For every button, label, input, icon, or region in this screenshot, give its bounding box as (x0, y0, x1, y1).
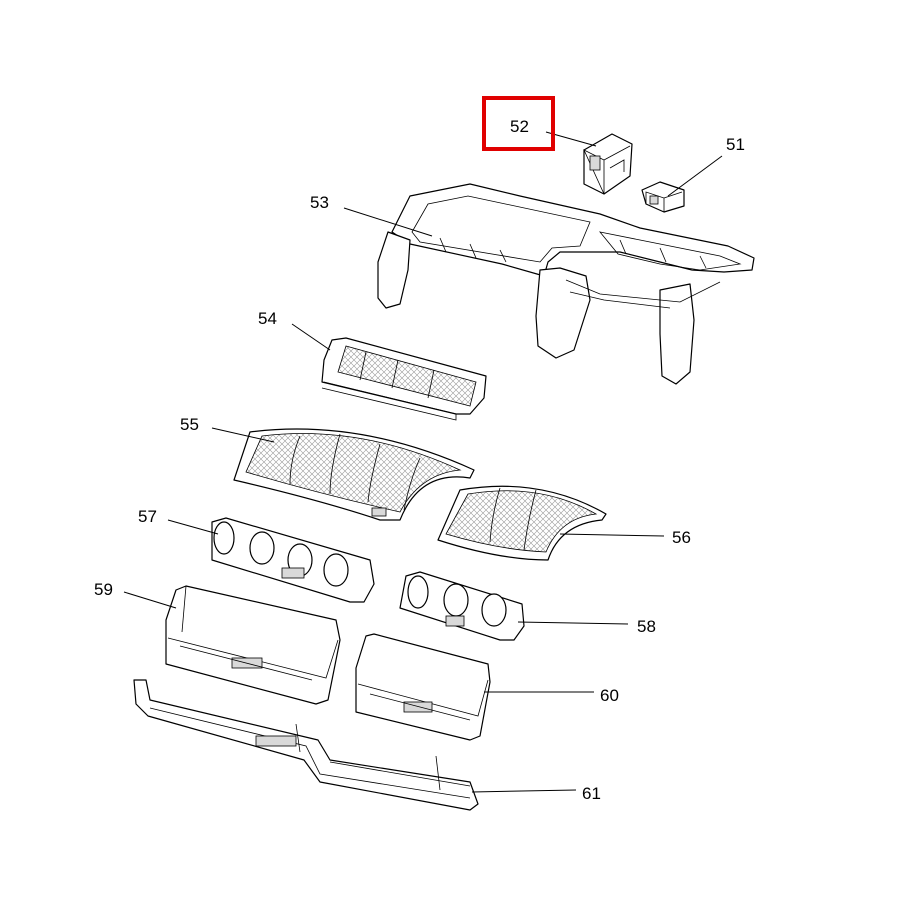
callout-61[interactable]: 61 (582, 784, 601, 803)
part-55-air-filter-left (233, 428, 475, 521)
part-57-louver-assembly (211, 517, 375, 603)
part-61-bottom-rail (133, 679, 479, 811)
leader-58 (517, 621, 629, 625)
leader-59 (123, 591, 177, 609)
callout-60[interactable]: 60 (600, 686, 619, 705)
leader-56 (559, 533, 665, 537)
highlight-box (482, 96, 555, 151)
callout-56[interactable]: 56 (672, 528, 691, 547)
callout-53[interactable]: 53 (310, 193, 329, 212)
part-54-filter-cartridge (321, 337, 487, 421)
part-60-panel-right (355, 633, 491, 741)
part-56-air-filter-right (437, 485, 607, 561)
leader-61 (471, 789, 577, 793)
leader-57 (167, 519, 219, 535)
callout-labels: 51 52 53 54 55 56 57 58 59 60 61 (94, 117, 745, 803)
leader-54 (291, 323, 331, 351)
callout-55[interactable]: 55 (180, 415, 199, 434)
leader-53 (343, 207, 433, 237)
callout-52[interactable]: 52 (510, 117, 529, 136)
callout-54[interactable]: 54 (258, 309, 277, 328)
callout-51[interactable]: 51 (726, 135, 745, 154)
part-53-frame (377, 183, 755, 385)
callout-57[interactable]: 57 (138, 507, 157, 526)
callout-58[interactable]: 58 (637, 617, 656, 636)
part-51-clip (641, 181, 685, 213)
part-58-louver-assembly-small (399, 571, 525, 641)
leader-55 (211, 427, 275, 443)
leader-51 (667, 155, 723, 197)
part-59-panel-left (165, 585, 341, 705)
part-52-bracket (583, 133, 633, 195)
callout-59[interactable]: 59 (94, 580, 113, 599)
